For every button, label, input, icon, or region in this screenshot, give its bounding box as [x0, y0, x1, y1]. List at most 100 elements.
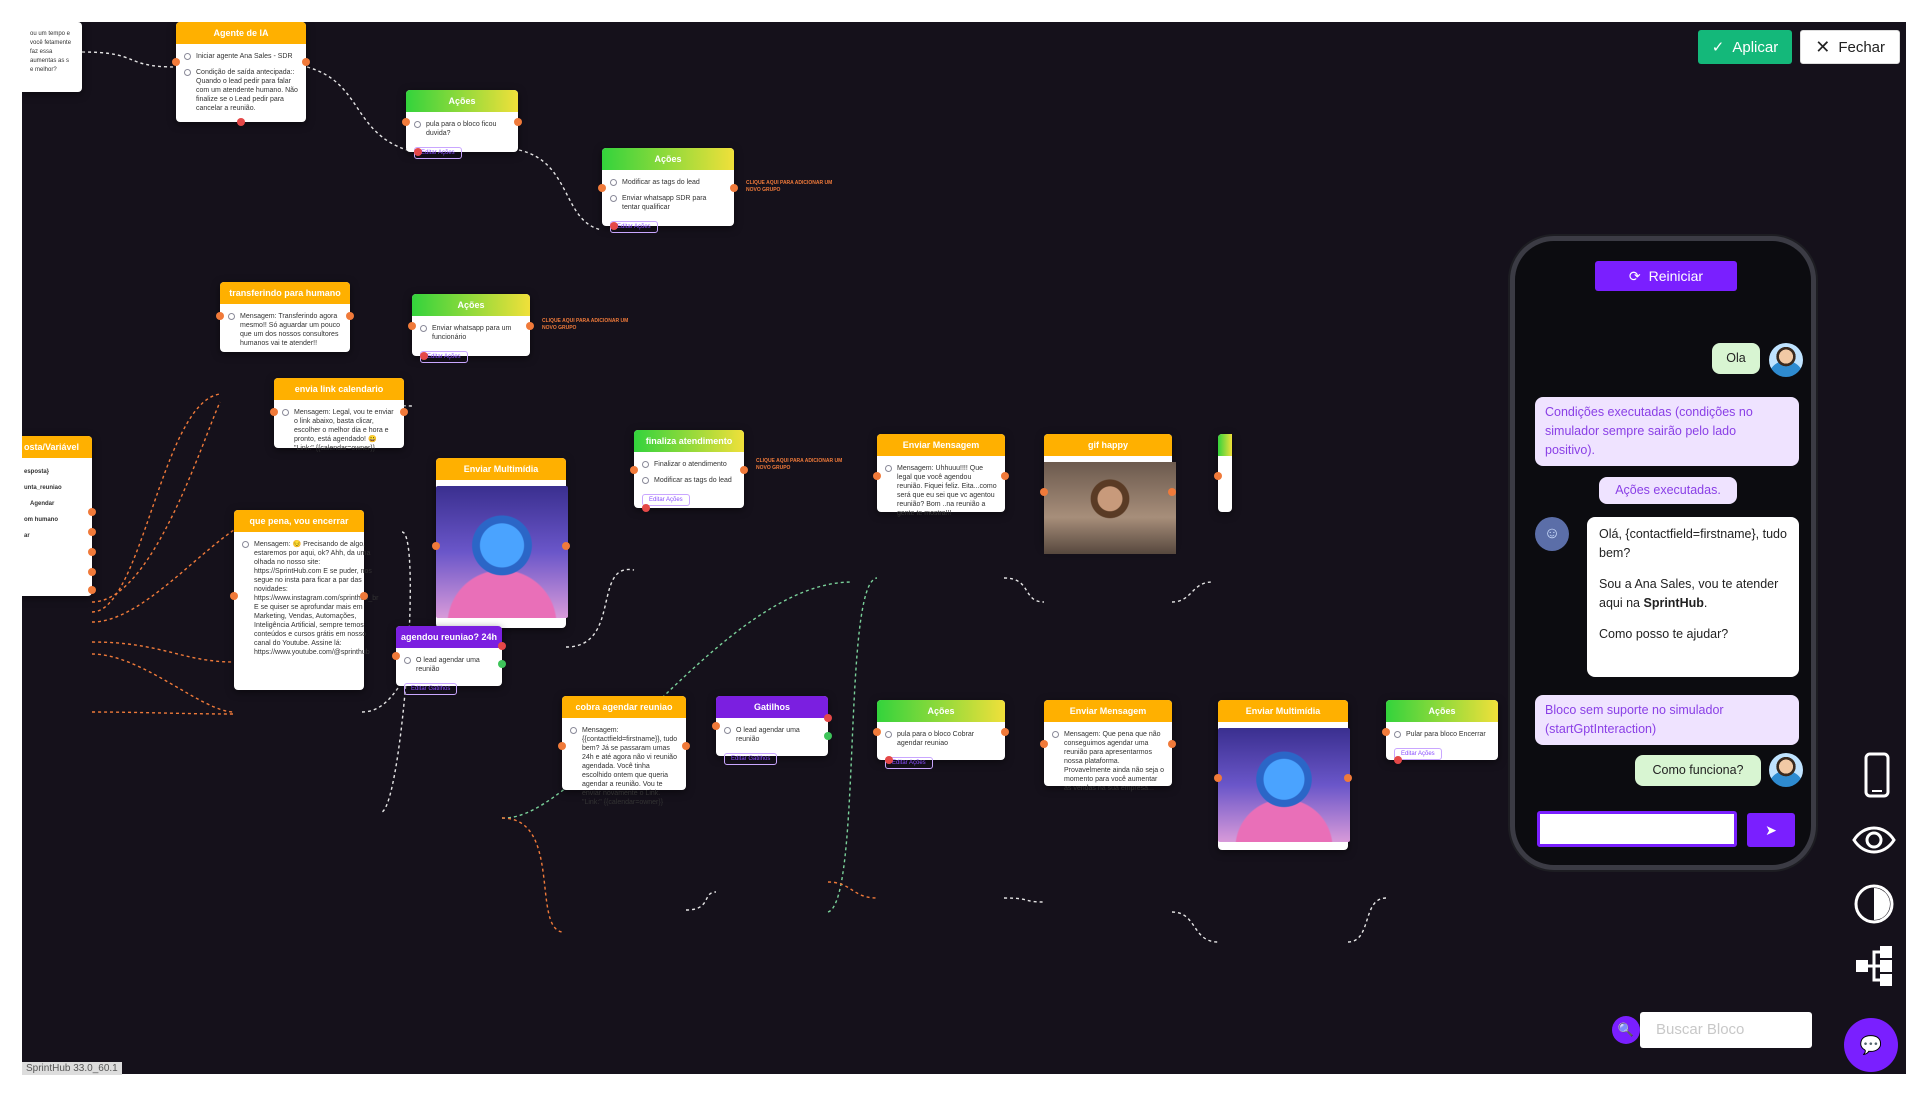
input-port[interactable] [230, 592, 238, 600]
input-port[interactable] [873, 728, 881, 736]
fail-port[interactable] [1394, 756, 1402, 764]
add-group-hint[interactable]: CLIQUE AQUI PARA ADICIONAR UM NOVO GRUPO [756, 458, 843, 471]
output-port[interactable] [1168, 488, 1176, 496]
reset-button[interactable]: ⟳ Reiniciar [1595, 261, 1737, 291]
node-resposta-variavel[interactable]: osta/Variável esposta} unta_reuniao Agen… [22, 436, 96, 596]
input-port[interactable] [712, 722, 720, 730]
node-gatilhos[interactable]: Gatilhos O lead agendar uma reunião Edit… [712, 696, 832, 765]
item-radio-icon [1052, 731, 1059, 738]
node-transferindo-humano[interactable]: transferindo para humano Mensagem: Trans… [216, 282, 354, 352]
output-port[interactable] [360, 592, 368, 600]
node-enviar-mensagem-1[interactable]: Enviar Mensagem Mensagem: Uhhuuu!!!! Que… [873, 434, 1009, 517]
apply-label: Aplicar [1732, 38, 1779, 56]
output-port[interactable] [514, 118, 522, 126]
input-port[interactable] [270, 408, 278, 416]
input-port[interactable] [216, 312, 224, 320]
fail-port[interactable] [414, 148, 422, 156]
input-port[interactable] [1040, 488, 1048, 496]
output-port[interactable] [1168, 740, 1176, 748]
bot-line: Olá, {contactfield=firstname}, tudo bem? [1599, 527, 1787, 560]
search-button[interactable]: 🔍 [1612, 1016, 1640, 1044]
input-port[interactable] [1214, 472, 1222, 480]
search-input[interactable]: Buscar Bloco [1640, 1012, 1812, 1048]
partial-node-top-left[interactable]: ou um tempo e você fetamente faz essa au… [22, 22, 82, 92]
input-port[interactable] [558, 742, 566, 750]
flow-tree-button[interactable] [1852, 944, 1896, 988]
node-acoes-1[interactable]: Ações pula para o bloco ficou duvida? Ed… [402, 90, 522, 159]
chat-fab-button[interactable]: 💬 [1844, 1018, 1898, 1072]
chat-input[interactable] [1537, 811, 1737, 847]
mobile-view-button[interactable] [1856, 752, 1896, 800]
no-port[interactable] [824, 714, 832, 722]
node-acoes-2[interactable]: Ações Modificar as tags do lead Enviar w… [598, 148, 738, 233]
preview-button[interactable] [1852, 820, 1896, 860]
output-port[interactable] [740, 466, 748, 474]
output-port[interactable] [682, 742, 690, 750]
edit-acoes-button[interactable]: Editar Ações [642, 494, 690, 506]
input-port[interactable] [1040, 740, 1048, 748]
fail-port[interactable] [237, 118, 245, 126]
node-envia-link[interactable]: envia link calendario Mensagem: Legal, v… [270, 378, 408, 452]
input-port[interactable] [630, 466, 638, 474]
output-port[interactable] [1344, 774, 1352, 782]
yes-port[interactable] [498, 660, 506, 668]
fail-port[interactable] [642, 504, 650, 512]
node-acoes-5[interactable]: Ações Pular para bloco Encerrar Editar A… [1382, 700, 1498, 764]
output-port[interactable] [88, 528, 96, 536]
input-port[interactable] [432, 542, 440, 550]
output-port[interactable] [1001, 728, 1009, 736]
input-port[interactable] [402, 118, 410, 126]
output-port[interactable] [346, 312, 354, 320]
output-port[interactable] [1001, 472, 1009, 480]
node-enviar-multimidia-2[interactable]: Enviar Multimídia [1214, 700, 1352, 850]
node-agente-ia[interactable]: Agente de IA Iniciar agente Ana Sales - … [172, 22, 310, 126]
input-port[interactable] [408, 322, 416, 330]
output-port[interactable] [562, 542, 570, 550]
node-que-pena[interactable]: que pena, vou encerrar Mensagem: 😔 Preci… [230, 510, 379, 690]
item-radio-icon [242, 541, 249, 548]
output-port[interactable] [88, 586, 96, 594]
node-acoes-3[interactable]: Ações Enviar whatsapp para um funcionári… [408, 294, 534, 363]
add-group-hint[interactable]: CLIQUE AQUI PARA ADICIONAR UM NOVO GRUPO [542, 318, 629, 331]
edit-acoes-button[interactable]: Editar Ações [1394, 748, 1442, 760]
output-port[interactable] [88, 508, 96, 516]
input-port[interactable] [873, 472, 881, 480]
node-acoes-4[interactable]: Ações pula para o bloco Cobrar agendar r… [873, 700, 1009, 769]
yes-port[interactable] [824, 732, 832, 740]
fail-port[interactable] [610, 222, 618, 230]
chat-bot-message: Olá, {contactfield=firstname}, tudo bem?… [1587, 517, 1799, 677]
node-agendou-reuniao[interactable]: agendou reuniao? 24h O lead agendar uma … [392, 626, 506, 695]
node-enviar-mensagem-2[interactable]: Enviar Mensagem Mensagem: Que pena que n… [1040, 700, 1176, 792]
item-radio-icon [885, 731, 892, 738]
close-button[interactable]: ✕ Fechar [1800, 30, 1900, 64]
input-port[interactable] [598, 184, 606, 192]
add-group-hint[interactable]: CLIQUE AQUI PARA ADICIONAR UM NOVO GRUPO [746, 180, 833, 193]
apply-button[interactable]: ✓ Aplicar [1697, 30, 1793, 64]
no-port[interactable] [498, 642, 506, 650]
input-port[interactable] [1382, 728, 1390, 736]
resposta-row: esposta} [24, 469, 50, 475]
fail-port[interactable] [885, 756, 893, 764]
gif-image [1044, 462, 1176, 554]
settings-button[interactable] [1852, 882, 1896, 926]
output-port[interactable] [88, 568, 96, 576]
output-port[interactable] [730, 184, 738, 192]
node-cobra-agendar[interactable]: cobra agendar reuniao Mensagem: {{contac… [558, 696, 690, 806]
output-port[interactable] [526, 322, 534, 330]
acao-item: Pular para bloco Encerrar [1406, 731, 1486, 738]
node-gif-happy[interactable]: gif happy [1040, 434, 1176, 554]
send-button[interactable]: ➤ [1747, 813, 1795, 847]
partial-node-right[interactable] [1214, 434, 1232, 512]
input-port[interactable] [1214, 774, 1222, 782]
node-enviar-multimidia-1[interactable]: Enviar Multimídia [432, 458, 570, 628]
node-finaliza-atendimento[interactable]: finaliza atendimento Finalizar o atendim… [630, 430, 748, 512]
output-port[interactable] [88, 548, 96, 556]
input-port[interactable] [172, 58, 180, 66]
reset-label: Reiniciar [1648, 268, 1704, 284]
edit-gatilhos-button[interactable]: Editar Gatilhos [724, 753, 778, 765]
fail-port[interactable] [420, 352, 428, 360]
output-port[interactable] [400, 408, 408, 416]
output-port[interactable] [302, 58, 310, 66]
edit-gatilhos-button[interactable]: Editar Gatilhos [404, 683, 458, 695]
input-port[interactable] [392, 652, 400, 660]
